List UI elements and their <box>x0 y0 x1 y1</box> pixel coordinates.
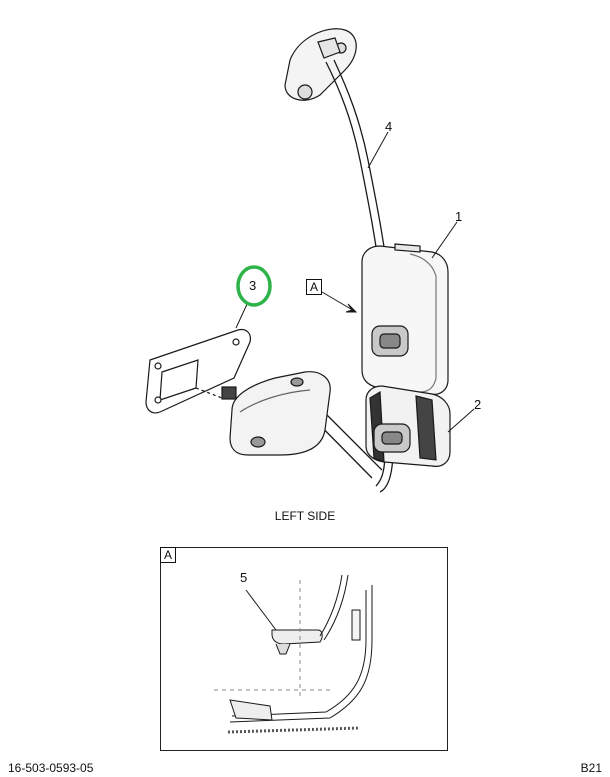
mirror-arm <box>325 59 394 493</box>
detail-a-label: A <box>160 547 177 563</box>
callout-3: 3 <box>249 278 257 293</box>
lower-mirror-head <box>365 385 451 467</box>
detail-a-frame: A <box>160 547 448 751</box>
side-mount-bracket <box>221 371 331 456</box>
view-reference-a: A <box>306 279 323 295</box>
leader-lines <box>235 131 475 433</box>
callout-4: 4 <box>385 119 393 134</box>
highlight-circle <box>236 265 272 307</box>
upper-mirror-head <box>361 243 449 395</box>
detail-a-artwork <box>214 574 373 734</box>
callout-1: 1 <box>455 209 463 224</box>
view-caption: LEFT SIDE <box>274 509 336 523</box>
part-number: 16-503-0593-05 <box>8 761 94 775</box>
callout-2: 2 <box>474 397 482 412</box>
page-code: B21 <box>580 761 602 775</box>
callout-5: 5 <box>240 570 248 585</box>
gasket <box>145 328 251 414</box>
upper-mount-bracket <box>284 28 357 101</box>
